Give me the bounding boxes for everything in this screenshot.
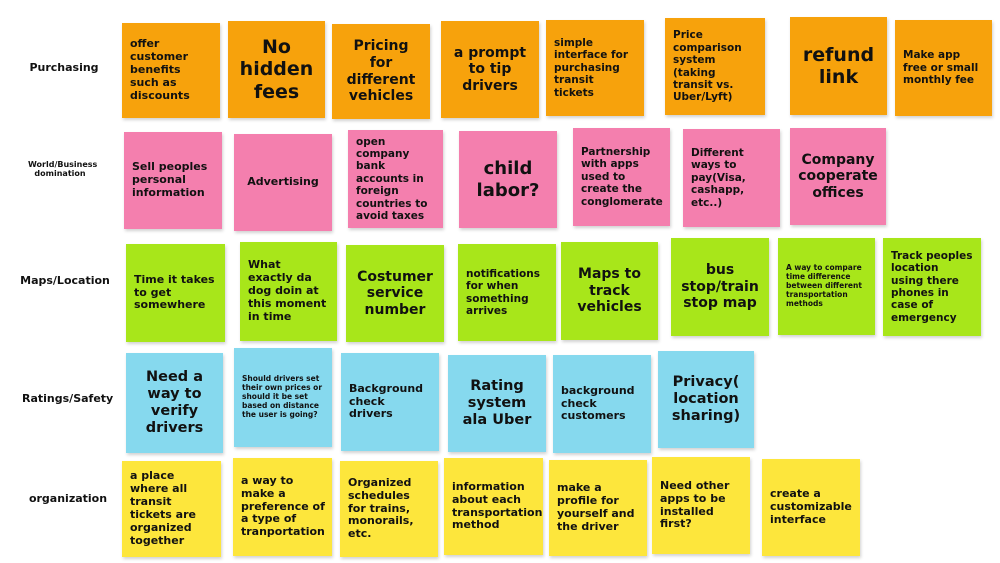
row-label-world-business: World/Business domination [28,160,98,179]
sticky-note: bus stop/train stop map [671,238,769,336]
sticky-note: Should drivers set their own prices or s… [234,348,332,447]
sticky-note: No hidden fees [228,21,325,118]
sticky-note: open company bank accounts in foreign co… [348,130,443,228]
sticky-note: Organized schedules for trains, monorail… [340,461,438,557]
sticky-note: Sell peoples personal information [124,132,222,229]
row-label-purchasing: Purchasing [29,61,99,74]
sticky-note: Price comparison system (taking transit … [665,18,765,115]
sticky-note: Partnership with apps used to create the… [573,128,670,226]
row-label-maps-location: Maps/Location [20,274,110,287]
row-label-organization: organization [28,492,108,505]
sticky-note: offer customer benefits such as discount… [122,23,220,118]
row-label-ratings-safety: Ratings/Safety [22,392,114,405]
sticky-note: Make app free or small monthly fee [895,20,992,116]
sticky-note: Privacy( location sharing) [658,351,754,448]
sticky-note: make a profile for yourself and the driv… [549,460,647,556]
sticky-note: Costumer service number [346,245,444,342]
sticky-note: A way to compare time difference between… [778,238,875,335]
sticky-note: Need other apps to be installed first? [652,457,750,554]
sticky-note: child labor? [459,131,557,228]
sticky-note: simple interface for purchasing transit … [546,20,644,116]
sticky-note: Pricing for different vehicles [332,24,430,119]
sticky-note: a way to make a preference of a type of … [233,458,332,556]
sticky-note: a place where all transit tickets are or… [122,461,221,557]
sticky-note: refund link [790,17,887,115]
sticky-note: Company cooperate offices [790,128,886,225]
sticky-note: Time it takes to get somewhere [126,244,225,342]
sticky-note: a prompt to tip drivers [441,21,539,118]
sticky-note: Background check drivers [341,353,439,451]
sticky-note: What exactly da dog doin at this moment … [240,242,337,341]
sticky-note: create a customizable interface [762,459,860,556]
sticky-note: Rating system ala Uber [448,355,546,452]
sticky-note: Track peoples location using there phone… [883,238,981,336]
sticky-note: notifications for when something arrives [458,244,556,341]
sticky-note: Different ways to pay(Visa, cashapp, etc… [683,129,780,227]
sticky-note: information about each transportation me… [444,458,543,555]
sticky-note: background check customers [553,355,651,453]
sticky-note: Advertising [234,134,332,231]
sticky-note: Maps to track vehicles [561,242,658,340]
sticky-note: Need a way to verify drivers [126,353,223,453]
